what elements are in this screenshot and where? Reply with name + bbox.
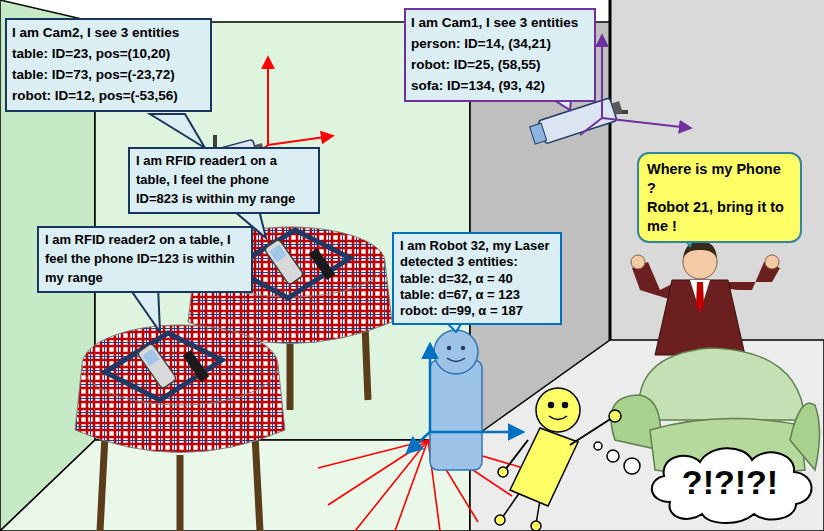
- node-text: Robot 21, bring it to me !: [647, 198, 792, 236]
- node-text: robot: ID=12, pos=(-53,56): [12, 86, 205, 107]
- callout-box: I am RFID reader1 on a table, I feel the…: [128, 147, 320, 214]
- thought-dot: [594, 442, 602, 450]
- person-tie: [696, 282, 704, 312]
- robot-body: [430, 360, 482, 470]
- node-text: table: d=67, α = 123: [400, 287, 554, 303]
- person-suit: [655, 280, 745, 355]
- robot-leg: [502, 492, 520, 518]
- callout-box: I am Cam2, I see 3 entitiestable: ID=23,…: [5, 18, 212, 112]
- table-top: [82, 325, 278, 405]
- node-text: person: ID=14, (34,21): [411, 34, 589, 55]
- thought-cloud: ?!?!?!: [640, 440, 820, 525]
- axis-arrow: [267, 58, 269, 145]
- person-hand: [631, 255, 645, 269]
- floor: [0, 440, 470, 531]
- table-leg: [287, 340, 294, 410]
- phone: [137, 343, 177, 389]
- cloud-content: ?!?!?!: [640, 440, 820, 525]
- node-text: Where is my Phone ?: [647, 160, 792, 198]
- robot-body: [510, 428, 578, 506]
- wall-edge: [609, 0, 612, 340]
- robot-hand: [609, 410, 621, 422]
- axis-arrow: [408, 432, 430, 452]
- table-leg: [365, 325, 368, 400]
- table-leg: [100, 435, 105, 531]
- callout-box: I am Robot 32, my Laser detected 3 entit…: [392, 232, 562, 325]
- robot-eye: [563, 403, 568, 408]
- axis-arrow: [601, 36, 603, 118]
- robot-foot: [531, 521, 541, 531]
- axis-arrow: [430, 431, 522, 434]
- callout-tail: [150, 114, 205, 148]
- robot-mouth: [447, 358, 465, 362]
- thought-text: ?!?!?!: [682, 463, 778, 502]
- laser-ray: [328, 440, 428, 505]
- phone-screen: [142, 349, 159, 367]
- phone: [264, 239, 304, 285]
- laser-ray: [318, 440, 428, 468]
- axis-arrow: [268, 136, 332, 145]
- camera-lens: [530, 123, 547, 144]
- node-text: table: ID=23, pos=(10,20): [12, 44, 205, 65]
- camera-body: [538, 98, 617, 144]
- person-shirt: [690, 280, 710, 312]
- robot-foot: [495, 515, 505, 525]
- laser-ray: [355, 440, 428, 531]
- phone-screen: [269, 245, 286, 263]
- table-leg: [255, 435, 260, 531]
- person-hand: [765, 255, 779, 269]
- gray-floor: [470, 340, 824, 531]
- robot-arm: [505, 440, 528, 470]
- robot-eye: [549, 403, 554, 408]
- thought-dot: [624, 458, 640, 474]
- callout-tail: [128, 286, 160, 332]
- node-text: robot: ID=25, (58,55): [411, 55, 589, 76]
- callout-box: I am Cam1, I see 3 entitiesperson: ID=14…: [404, 8, 596, 102]
- rfid-reader: [105, 333, 222, 400]
- node-text: sofa: ID=134, (93, 42): [411, 76, 589, 97]
- robot-mouth: [549, 416, 567, 420]
- axis-arrow: [602, 118, 690, 128]
- node-text: I am RFID reader1 on a table, I feel the…: [136, 152, 312, 209]
- node-text: I am Robot 32, my Laser detected 3 entit…: [400, 238, 554, 271]
- reader-device: [183, 350, 210, 382]
- sofa-arm: [790, 403, 820, 470]
- robot-head: [536, 388, 580, 432]
- axis-line: [580, 118, 602, 135]
- reader-device: [309, 248, 336, 280]
- node-text: I am RFID reader2 on a table, I feel the…: [45, 231, 245, 288]
- table-leg: [177, 455, 184, 531]
- cloud-outline: [652, 448, 812, 523]
- node-text: I am Cam1, I see 3 entities: [411, 13, 589, 34]
- robot-eye: [447, 346, 451, 350]
- node-text: robot: d=99, α = 187: [400, 303, 554, 319]
- sofa-back: [639, 348, 805, 420]
- thought-dot: [607, 450, 619, 462]
- camera-back: [611, 101, 622, 115]
- callout-box: I am RFID reader2 on a table, I feel the…: [37, 226, 253, 293]
- node-text: table: d=32, α = 40: [400, 271, 554, 287]
- speech-bubble: Where is my Phone ?Robot 21, bring it to…: [637, 152, 802, 243]
- axis-arrow: [429, 345, 432, 432]
- laser-ray: [395, 440, 428, 531]
- robot-head: [434, 330, 478, 374]
- robot-eye: [461, 346, 465, 350]
- node-text: table: ID=73, pos=(-23,72): [12, 65, 205, 86]
- robot-hand: [498, 467, 508, 477]
- node-text: I am Cam2, I see 3 entities: [12, 23, 205, 44]
